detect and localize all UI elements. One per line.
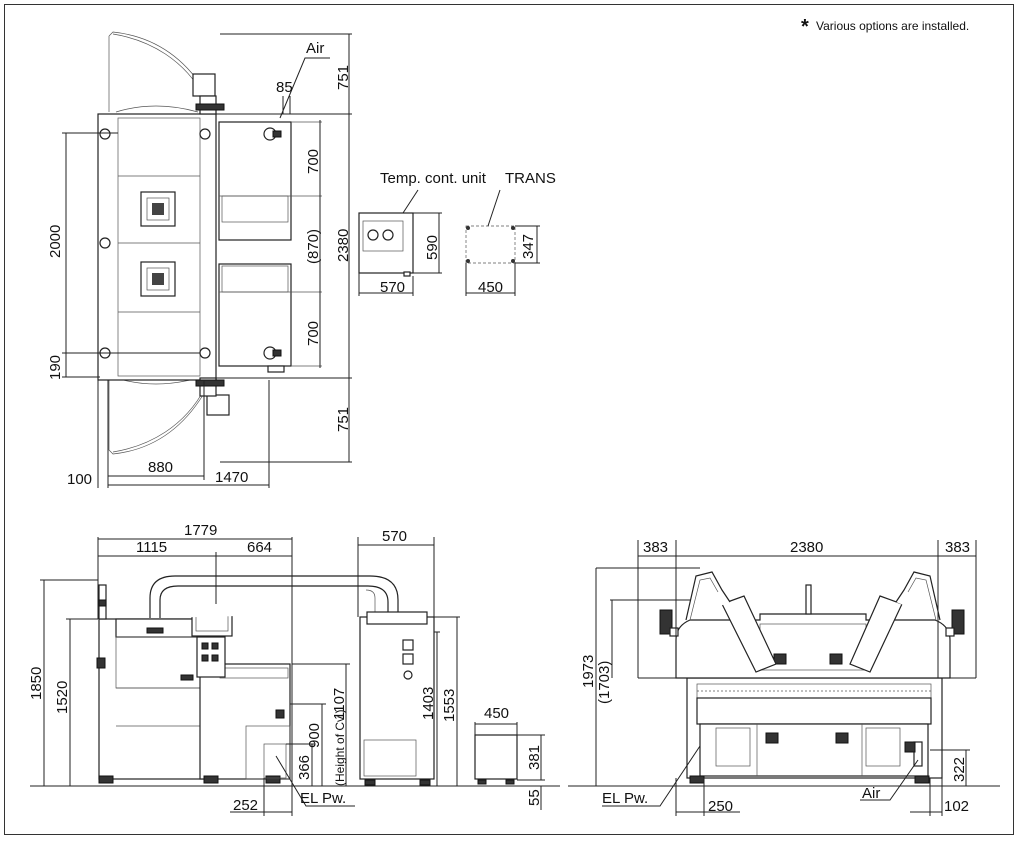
- dim-322: 322: [951, 757, 968, 782]
- swing-arc-bottom: [108, 378, 204, 455]
- dim-1115: 1115: [136, 539, 167, 556]
- temp-unit-height: 590: [424, 235, 441, 260]
- side-upper-housing: [675, 613, 951, 679]
- temp-unit-title: Temp. cont. unit: [380, 170, 487, 187]
- dim-450-front: 450: [484, 705, 509, 722]
- note-group: * Various options are installed.: [801, 16, 969, 38]
- dim-570-front: 570: [382, 528, 407, 545]
- trans-unit-front: [474, 734, 518, 780]
- chuck-lower: [140, 261, 176, 297]
- dim-880: 880: [148, 459, 173, 476]
- outer-border: [4, 4, 1014, 835]
- dim-252: 252: [233, 797, 258, 814]
- dim-1520: 1520: [54, 681, 71, 714]
- dim-100: 100: [67, 471, 92, 488]
- lid-left: [721, 595, 777, 673]
- label-air-side: Air: [862, 785, 880, 802]
- label-el-pw-side: EL Pw.: [602, 790, 648, 807]
- label-el-pw-front: EL Pw.: [300, 790, 346, 807]
- dim-664: 664: [247, 539, 272, 556]
- dim-383-left: 383: [643, 539, 668, 556]
- lid-right: [849, 595, 903, 673]
- dim-700-bottom: 700: [305, 321, 322, 346]
- machine-inner-body: [117, 117, 201, 377]
- temp-unit-view: Temp. cont. unit 590 570: [358, 170, 487, 296]
- trans-unit-view: TRANS 347 450: [465, 170, 556, 296]
- dim-2000: 2000: [47, 225, 64, 258]
- dim-1553: 1553: [441, 689, 458, 722]
- trans-unit-height: 347: [520, 234, 537, 259]
- dim-383-right: 383: [945, 539, 970, 556]
- swing-arc-top: [108, 31, 204, 112]
- dim-751-bottom: 751: [335, 407, 352, 432]
- top-view: 85 Air 751 700 (870) 2380 2000 700 190 7…: [47, 31, 352, 488]
- temp-unit-box: [358, 212, 414, 274]
- side-knob: [99, 237, 111, 249]
- trans-unit-width: 450: [478, 279, 503, 296]
- dim-1107: 1107: [331, 688, 348, 720]
- dim-751-top: 751: [335, 65, 352, 90]
- dim-870: (870): [305, 229, 322, 264]
- el-pw-box-front: [263, 743, 287, 779]
- dim-1779: 1779: [184, 522, 217, 539]
- dim-2380-top: 2380: [335, 229, 352, 262]
- label-air-top: Air: [306, 40, 324, 57]
- dim-1703: (1703): [596, 661, 613, 704]
- dim-366: 366: [296, 755, 313, 780]
- front-view: 1779 1115 664 570 1850 1520 1107 (Height…: [28, 522, 560, 816]
- swing-arc-bottom-outer: [112, 387, 206, 453]
- trans-unit-box: [465, 225, 516, 264]
- dim-2380-side: 2380: [790, 539, 823, 556]
- note-text: Various options are installed.: [816, 19, 969, 33]
- dim-85: 85: [276, 79, 293, 96]
- motor-bottom: [206, 394, 230, 416]
- dim-1850: 1850: [28, 667, 45, 700]
- dim-900: 900: [306, 723, 323, 748]
- dim-381: 381: [526, 745, 543, 770]
- table-lower: [218, 263, 292, 367]
- trans-unit-title: TRANS: [505, 170, 556, 187]
- dim-250: 250: [708, 798, 733, 815]
- dim-700-top: 700: [305, 149, 322, 174]
- dim-102: 102: [944, 798, 969, 815]
- motor-top: [192, 73, 216, 97]
- temp-unit-front: [359, 616, 435, 780]
- temp-unit-width: 570: [380, 279, 405, 296]
- label-height-of-cv: (Height of Cv.): [333, 710, 347, 786]
- side-view: 383 2380 383 1973 (1703) 250 322 102 EL …: [568, 539, 1000, 816]
- chuck-upper: [140, 191, 176, 227]
- machine-main-body: [97, 113, 217, 381]
- note-star: *: [801, 16, 809, 38]
- signal-tower-side: [805, 584, 812, 615]
- dim-1973: 1973: [580, 655, 597, 688]
- table-upper: [218, 121, 292, 241]
- dim-1403: 1403: [420, 687, 437, 720]
- swing-arc-top-outer: [112, 33, 206, 99]
- dim-190: 190: [47, 355, 64, 380]
- lid-arc-top: [115, 105, 199, 113]
- dim-1470: 1470: [215, 469, 248, 486]
- dim-55: 55: [526, 789, 543, 806]
